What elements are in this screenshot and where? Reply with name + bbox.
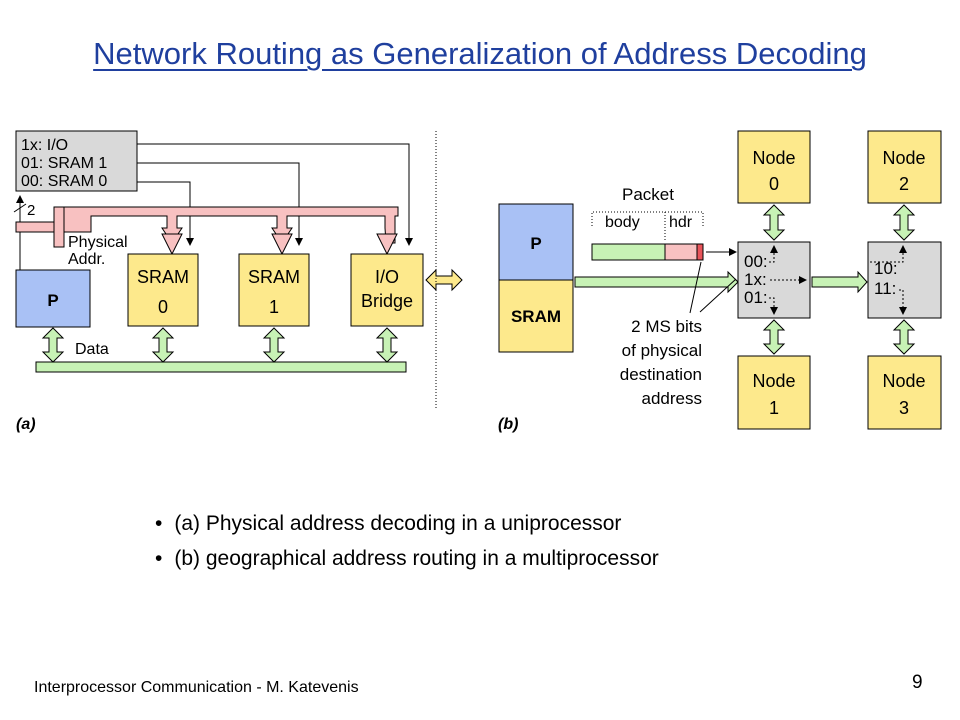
sram1-box — [238, 253, 310, 327]
router-left-route-down — [769, 297, 778, 315]
addr-arrow-sram1 — [271, 233, 293, 256]
ms-bits-note-4: address — [642, 389, 702, 408]
bullet-a: (a) Physical address decoding in a unipr… — [155, 512, 659, 536]
node1-label-2: 1 — [769, 398, 779, 418]
io-bridge-label-1: I/O — [375, 267, 399, 287]
sram0-box — [127, 253, 199, 327]
body-label: body — [605, 214, 640, 231]
bit-slash — [13, 203, 27, 213]
packet-body — [591, 243, 666, 261]
router-right-route-down — [899, 289, 907, 315]
ms-bits-note-3: destination — [620, 365, 702, 384]
bullet-b: (b) geographical address routing in a mu… — [155, 547, 658, 571]
ms-bits-pointer-1 — [689, 261, 702, 314]
ms-bits-pointer-2 — [699, 278, 737, 313]
sram1-label-2: 1 — [269, 297, 279, 317]
hdr-label: hdr — [669, 214, 693, 231]
data-bus — [35, 361, 407, 373]
sram0-label-2: 0 — [158, 297, 168, 317]
node1-label-1: Node — [752, 371, 795, 391]
node3-box — [867, 355, 942, 430]
router-left-entry-1x: 1x: — [744, 270, 767, 289]
processor-b — [498, 203, 574, 281]
decode-line-sram0 — [137, 181, 194, 246]
router-right-route-up — [870, 245, 907, 263]
packet-label: Packet — [622, 185, 674, 204]
decode-entry-sram0: 00: SRAM 0 — [21, 173, 107, 190]
vertical-links — [762, 204, 916, 355]
sram1-label-1: SRAM — [248, 267, 300, 287]
page-number: 9 — [912, 672, 923, 693]
link-p-router — [574, 270, 739, 294]
phys-addr-label-1: Physical — [68, 234, 128, 251]
caption-b: (b) — [498, 416, 518, 433]
phys-addr-label-2: Addr. — [68, 251, 105, 268]
node1-box — [737, 355, 811, 430]
decode-line-sram1 — [137, 162, 303, 246]
io-external-arrow — [425, 268, 463, 292]
packet-bracket — [591, 211, 704, 226]
decode-entry-sram1: 01: SRAM 1 — [21, 155, 107, 172]
decode-table — [15, 130, 138, 192]
node2-box — [867, 130, 942, 204]
address-bus-stub — [53, 206, 65, 248]
bullet-list: (a) Physical address decoding in a unipr… — [155, 512, 659, 582]
node0-box — [737, 130, 811, 204]
decode-entry-io: 1x: I/O — [21, 137, 68, 154]
router-right-entry-11: 11: — [874, 279, 896, 298]
caption-a: (a) — [16, 416, 36, 433]
router-left-entry-00: 00: — [744, 252, 768, 271]
link-router-router — [811, 270, 868, 294]
ms-bits-note-1: 2 MS bits — [631, 317, 702, 336]
router-left-route-up — [769, 245, 778, 263]
bit-width-label: 2 — [27, 202, 35, 219]
io-bridge-box — [350, 253, 424, 327]
data-label: Data — [75, 341, 109, 358]
packet-hdr-ms-bits — [696, 243, 704, 261]
addr-arrow-sram0 — [161, 233, 183, 256]
node2-label-1: Node — [882, 148, 925, 168]
packet-hdr — [664, 243, 698, 261]
node3-label-2: 3 — [899, 398, 909, 418]
node0-label-1: Node — [752, 148, 795, 168]
router-right — [867, 241, 942, 319]
processor-b-label: P — [530, 234, 541, 253]
node0-label-2: 0 — [769, 174, 779, 194]
ms-bits-note-2: of physical — [622, 341, 702, 360]
sram-b-label: SRAM — [511, 307, 561, 326]
processor-a — [15, 269, 91, 328]
router-left-entry-01: 01: — [744, 288, 768, 307]
router-right-entry-10: 10: — [874, 259, 898, 278]
addr-arrow-io — [376, 233, 398, 256]
data-arrows — [41, 327, 399, 363]
page-title: Network Routing as Generalization of Add… — [93, 36, 867, 71]
processor-a-label: P — [47, 291, 58, 310]
node3-label-1: Node — [882, 371, 925, 391]
diagram-a: 1x: I/O 01: SRAM 1 00: SRAM 0 2 Physical… — [13, 130, 463, 433]
sram-b — [498, 279, 574, 353]
decode-line-io — [137, 143, 413, 246]
node2-label-2: 2 — [899, 174, 909, 194]
sram0-label-1: SRAM — [137, 267, 189, 287]
io-bridge-label-2: Bridge — [361, 291, 413, 311]
diagram-b: P SRAM Packet body hdr 2 MS bits of phys… — [498, 130, 942, 433]
footer: Interprocessor Communication - M. Kateve… — [34, 679, 359, 696]
